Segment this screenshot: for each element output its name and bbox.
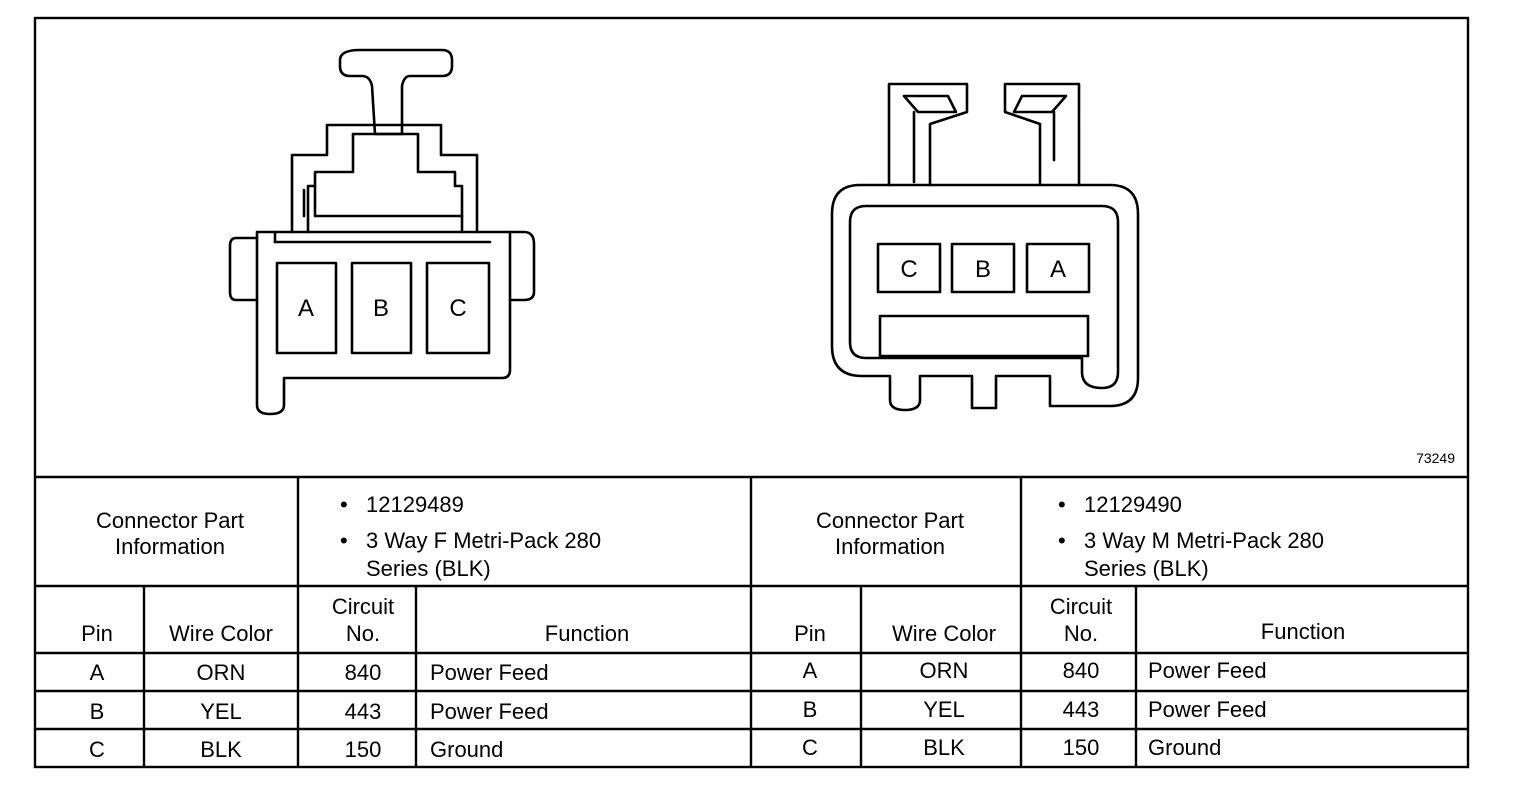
table-cell-wire-color: YEL bbox=[923, 697, 965, 722]
table-cell-circuit: 150 bbox=[1063, 735, 1100, 760]
table-cell-circuit: 150 bbox=[345, 737, 382, 762]
frame-and-grid bbox=[33, 16, 1470, 769]
left-pin-label: A bbox=[298, 295, 314, 322]
bullet-icon: • bbox=[1058, 528, 1066, 553]
left-table-rows: A ORN 840 Power Feed B YEL 443 Power Fee… bbox=[89, 660, 549, 762]
table-cell-wire-color: BLK bbox=[200, 737, 242, 762]
left-pin-B-cavity bbox=[350, 261, 413, 355]
connector-right-drawing: C B A bbox=[830, 82, 1140, 412]
header-circuit: No. bbox=[346, 621, 380, 646]
right-pin-C-cavity bbox=[876, 242, 942, 294]
right-pin-label: B bbox=[975, 256, 991, 283]
part-description: 3 Way F Metri-Pack 280 bbox=[366, 528, 601, 553]
header-circuit: Circuit bbox=[1050, 594, 1112, 619]
part-number: 12129490 bbox=[1084, 492, 1182, 517]
header-circuit: Circuit bbox=[332, 594, 394, 619]
left-body bbox=[255, 230, 512, 416]
left-table-headers: Pin Wire Color Circuit No. Function bbox=[81, 594, 629, 646]
left-latch-tab bbox=[338, 48, 454, 136]
table-cell-function: Power Feed bbox=[430, 699, 549, 724]
table-cell-wire-color: ORN bbox=[920, 658, 969, 683]
table-cell-function: Power Feed bbox=[1148, 697, 1267, 722]
table-cell-function: Power Feed bbox=[1148, 658, 1267, 683]
part-info-label: Connector Part bbox=[816, 508, 964, 533]
bullet-icon: • bbox=[340, 492, 348, 517]
bullet-icon: • bbox=[1058, 492, 1066, 517]
right-left-latch bbox=[887, 82, 969, 187]
left-pin-A-cavity bbox=[275, 261, 338, 355]
right-pin-A-cavity bbox=[1025, 242, 1091, 294]
connector-left-drawing: A B C bbox=[228, 48, 536, 416]
header-wire-color: Wire Color bbox=[169, 621, 273, 646]
left-pin-C-cavity bbox=[425, 261, 491, 355]
table-cell-circuit: 840 bbox=[1063, 658, 1100, 683]
part-info-label: Information bbox=[115, 534, 225, 559]
left-part-info: Connector Part Information • 12129489 • … bbox=[96, 492, 601, 581]
header-function: Function bbox=[545, 621, 629, 646]
left-top-housing bbox=[290, 123, 479, 234]
right-pin-B-cavity bbox=[950, 242, 1016, 294]
right-part-info: Connector Part Information • 12129490 • … bbox=[816, 492, 1324, 581]
part-description: Series (BLK) bbox=[1084, 556, 1209, 581]
table-cell-pin: C bbox=[89, 737, 105, 762]
table-cell-pin: C bbox=[802, 735, 818, 760]
table-cell-wire-color: YEL bbox=[200, 699, 242, 724]
table-cell-pin: A bbox=[803, 658, 818, 683]
header-pin: Pin bbox=[81, 621, 113, 646]
table-cell-circuit: 443 bbox=[1063, 697, 1100, 722]
part-description: 3 Way M Metri-Pack 280 bbox=[1084, 528, 1324, 553]
left-pin-label: C bbox=[449, 295, 466, 322]
right-table-headers: Pin Wire Color Circuit No. Function bbox=[794, 594, 1345, 646]
right-pin-label: C bbox=[900, 256, 917, 283]
part-info-label: Information bbox=[835, 534, 945, 559]
table-cell-pin: A bbox=[90, 660, 105, 685]
table-cell-wire-color: ORN bbox=[197, 660, 246, 685]
header-circuit: No. bbox=[1064, 621, 1098, 646]
header-wire-color: Wire Color bbox=[892, 621, 996, 646]
right-pin-label: A bbox=[1050, 256, 1066, 283]
bullet-icon: • bbox=[340, 528, 348, 553]
table-cell-pin: B bbox=[803, 697, 818, 722]
table-cell-circuit: 443 bbox=[345, 699, 382, 724]
part-info-label: Connector Part bbox=[96, 508, 244, 533]
table-cell-function: Power Feed bbox=[430, 660, 549, 685]
table-cell-wire-color: BLK bbox=[923, 735, 965, 760]
header-function: Function bbox=[1261, 619, 1345, 644]
table-cell-pin: B bbox=[90, 699, 105, 724]
figure-number: 73249 bbox=[1416, 450, 1455, 466]
right-right-latch bbox=[1003, 82, 1081, 187]
part-description: Series (BLK) bbox=[366, 556, 491, 581]
table-cell-function: Ground bbox=[430, 737, 503, 762]
header-pin: Pin bbox=[794, 621, 826, 646]
table-cell-circuit: 840 bbox=[345, 660, 382, 685]
table-cell-function: Ground bbox=[1148, 735, 1221, 760]
right-table-rows: A ORN 840 Power Feed B YEL 443 Power Fee… bbox=[802, 658, 1267, 760]
right-body bbox=[830, 183, 1140, 412]
left-pin-label: B bbox=[373, 295, 389, 322]
part-number: 12129489 bbox=[366, 492, 464, 517]
